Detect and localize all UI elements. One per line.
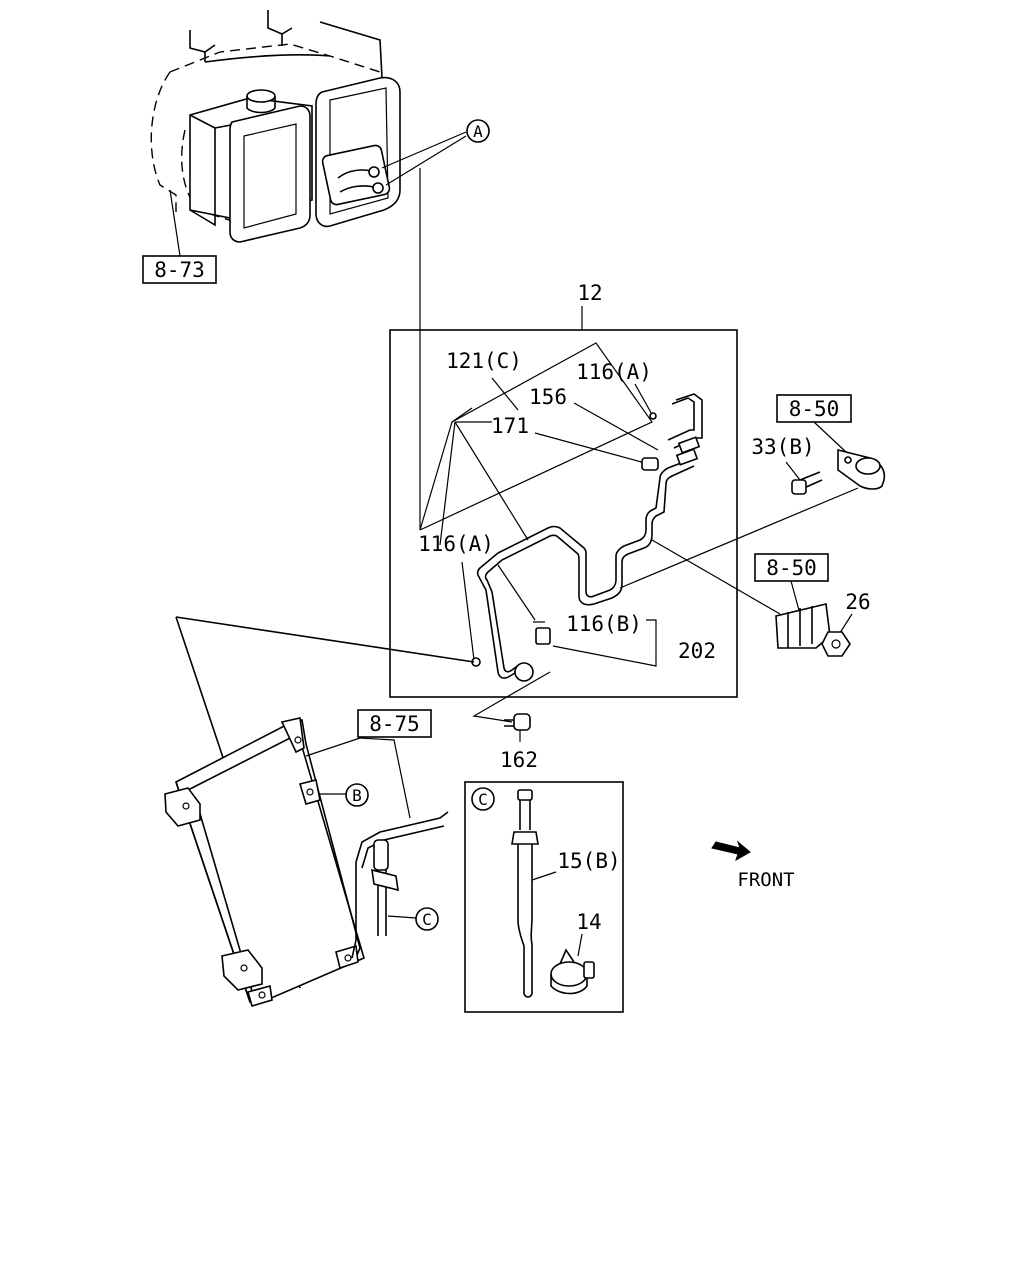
- reference-8-75-label: 8-75: [369, 712, 420, 736]
- part-label-162: 162: [500, 748, 538, 772]
- part-label-14: 14: [576, 910, 601, 934]
- bolt-33b: [791, 471, 823, 495]
- piping-assembly-box: 12: [389, 281, 738, 698]
- part-label-12: 12: [577, 281, 602, 305]
- clamp-bracket-drawing: [837, 448, 886, 490]
- bolt-162: [504, 713, 531, 731]
- nut-26: [821, 631, 851, 657]
- callout-c-letter: C: [422, 910, 432, 929]
- condenser-drawing: [164, 616, 475, 1007]
- part-label-171: 171: [491, 414, 529, 438]
- reference-8-50-top[interactable]: 8-50: [776, 394, 852, 423]
- front-label: FRONT: [737, 869, 794, 891]
- detail-c-box: C: [464, 781, 624, 1013]
- hvac-unit-drawing: [150, 10, 467, 257]
- part-label-156: 156: [529, 385, 567, 409]
- reference-8-50-bottom-label: 8-50: [766, 556, 817, 580]
- part-label-116b: 116(B): [566, 612, 642, 636]
- pipe-clamp-drawing: [775, 603, 831, 649]
- callout-b-letter: B: [352, 786, 362, 805]
- reference-8-50-top-label: 8-50: [789, 397, 840, 421]
- part-label-121c: 121(C): [446, 349, 522, 373]
- callout-b: B: [345, 783, 369, 807]
- reference-8-73[interactable]: 8-73: [142, 255, 217, 284]
- reference-8-75[interactable]: 8-75: [357, 709, 432, 738]
- callout-a-letter: A: [473, 122, 483, 141]
- part-label-26: 26: [845, 590, 870, 614]
- part-label-15b: 15(B): [557, 849, 620, 873]
- reference-8-73-label: 8-73: [154, 258, 205, 282]
- part-label-116a-top: 116(A): [576, 360, 652, 384]
- part-label-33b: 33(B): [751, 435, 814, 459]
- callout-c-detail-letter: C: [478, 790, 488, 809]
- callout-c: C: [415, 907, 439, 931]
- front-direction-arrow-icon: [711, 840, 751, 862]
- part-label-116a-left: 116(A): [418, 532, 494, 556]
- callout-a: A: [466, 119, 490, 143]
- reference-8-50-bottom[interactable]: 8-50: [754, 553, 829, 582]
- part-label-202: 202: [678, 639, 716, 663]
